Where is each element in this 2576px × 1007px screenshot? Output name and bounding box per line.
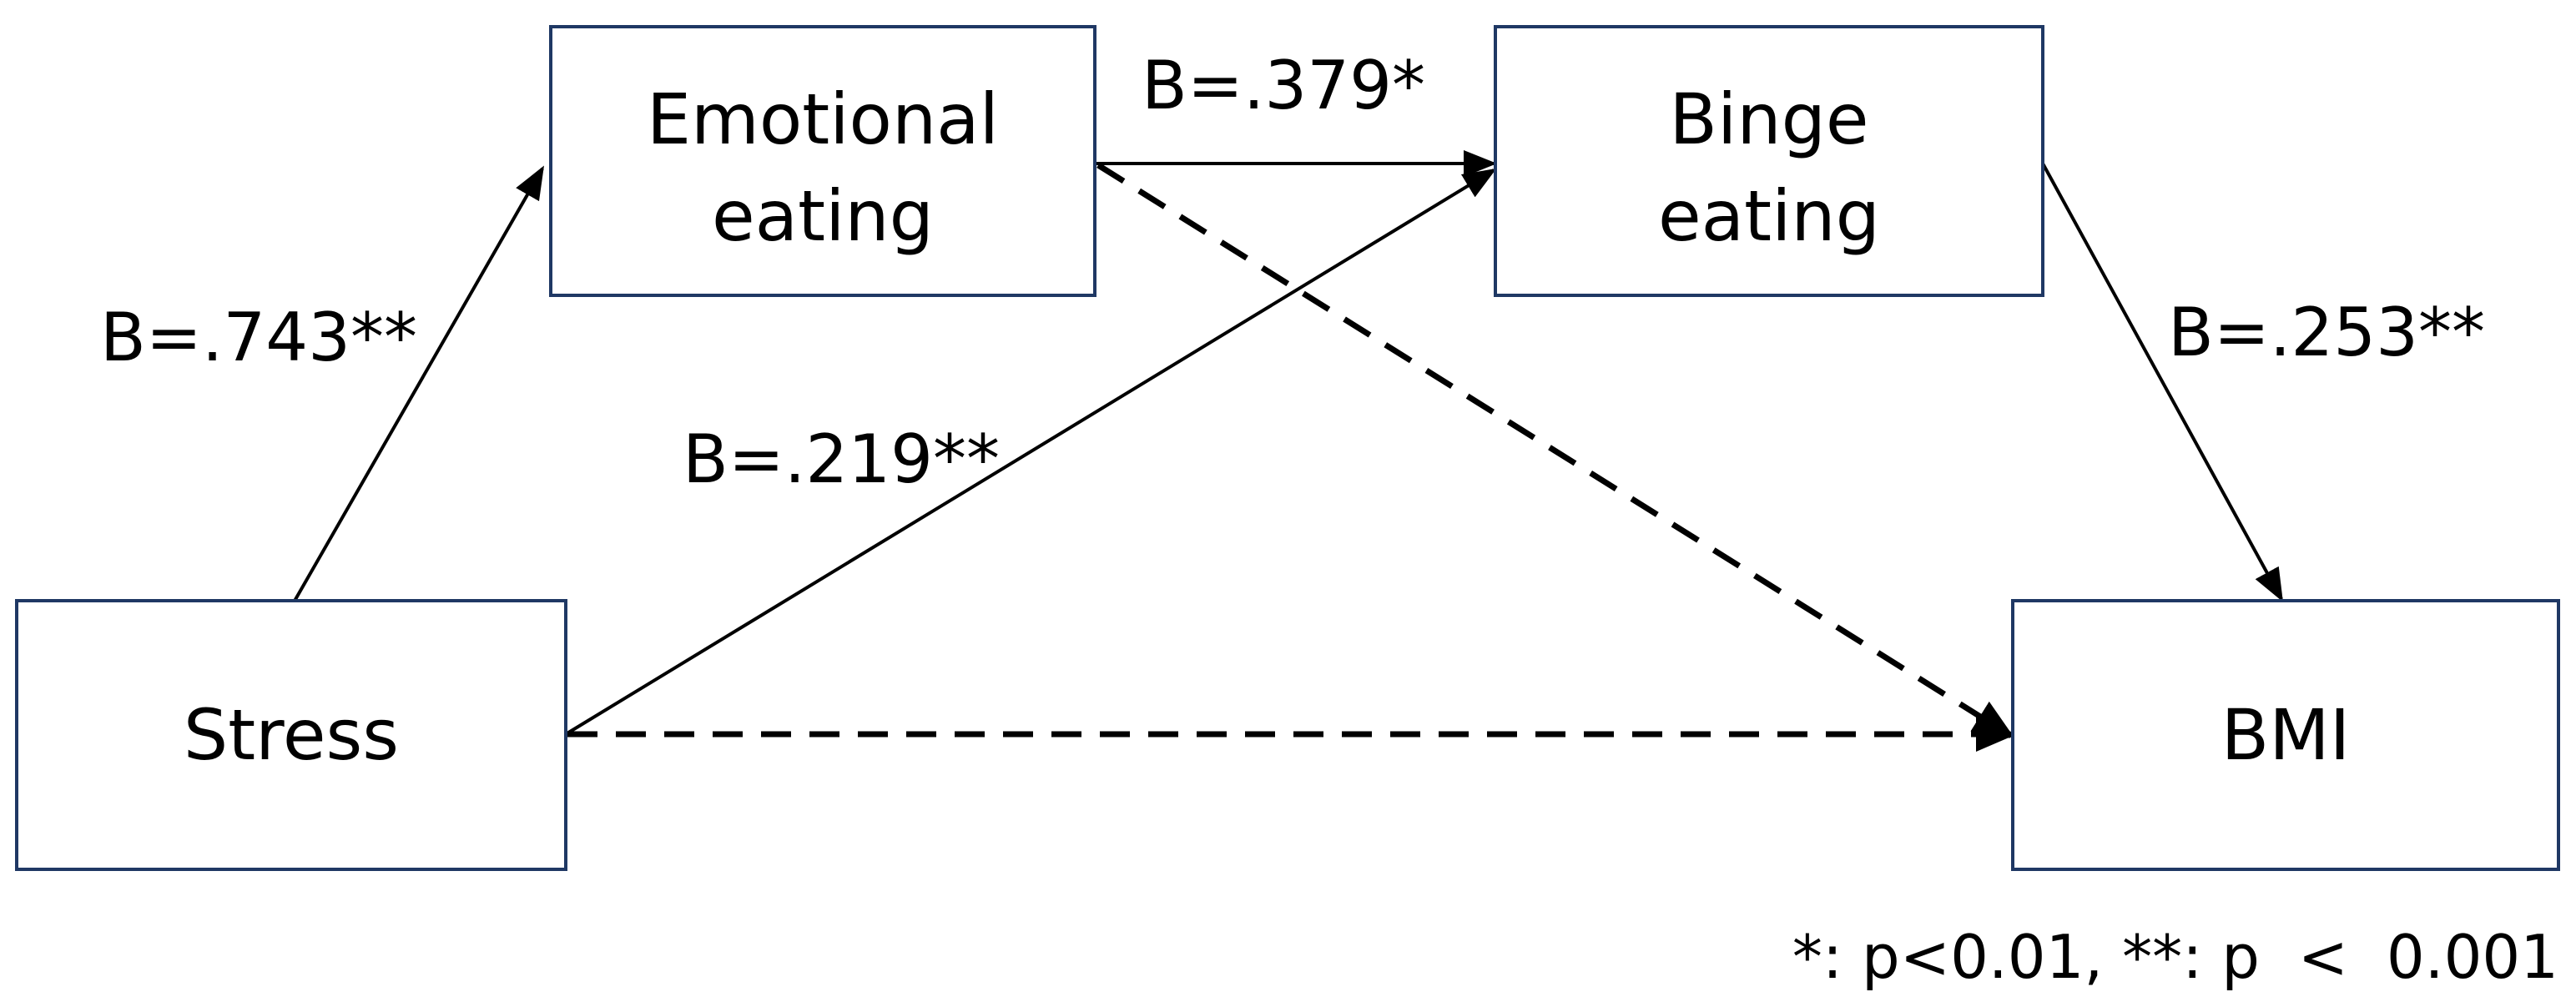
label-binge-eating-to-bmi: B=.253** <box>2168 294 2485 371</box>
label-emotional-eating-to-binge-eating: B=.379* <box>1142 47 1425 124</box>
edge-stress-to-binge-eating <box>564 168 1497 736</box>
edge-stress-to-emotional-eating <box>292 165 544 603</box>
node-stress-label: Stress <box>184 694 399 776</box>
edge-emotional-eating-to-bmi-dashed <box>1096 163 2015 738</box>
significance-footnote: *: p<0.01, **: p < 0.001 <box>1792 922 2558 992</box>
node-binge-eating-line-1: Binge <box>1669 78 1868 160</box>
node-stress: Stress <box>15 599 567 871</box>
label-stress-to-binge-eating: B=.219** <box>683 420 1000 498</box>
node-binge-eating-line-2: eating <box>1658 175 1880 257</box>
edge-binge-eating-to-bmi <box>2041 163 2283 602</box>
node-binge-eating: Binge eating <box>1494 25 2044 297</box>
node-bmi: BMI <box>2011 599 2560 871</box>
node-bmi-label: BMI <box>2221 694 2351 776</box>
node-emotional-eating-line-1: Emotional <box>647 78 999 160</box>
node-emotional-eating: Emotional eating <box>549 25 1096 297</box>
node-emotional-eating-line-2: eating <box>712 175 934 257</box>
label-stress-to-emotional-eating: B=.743** <box>100 299 417 376</box>
